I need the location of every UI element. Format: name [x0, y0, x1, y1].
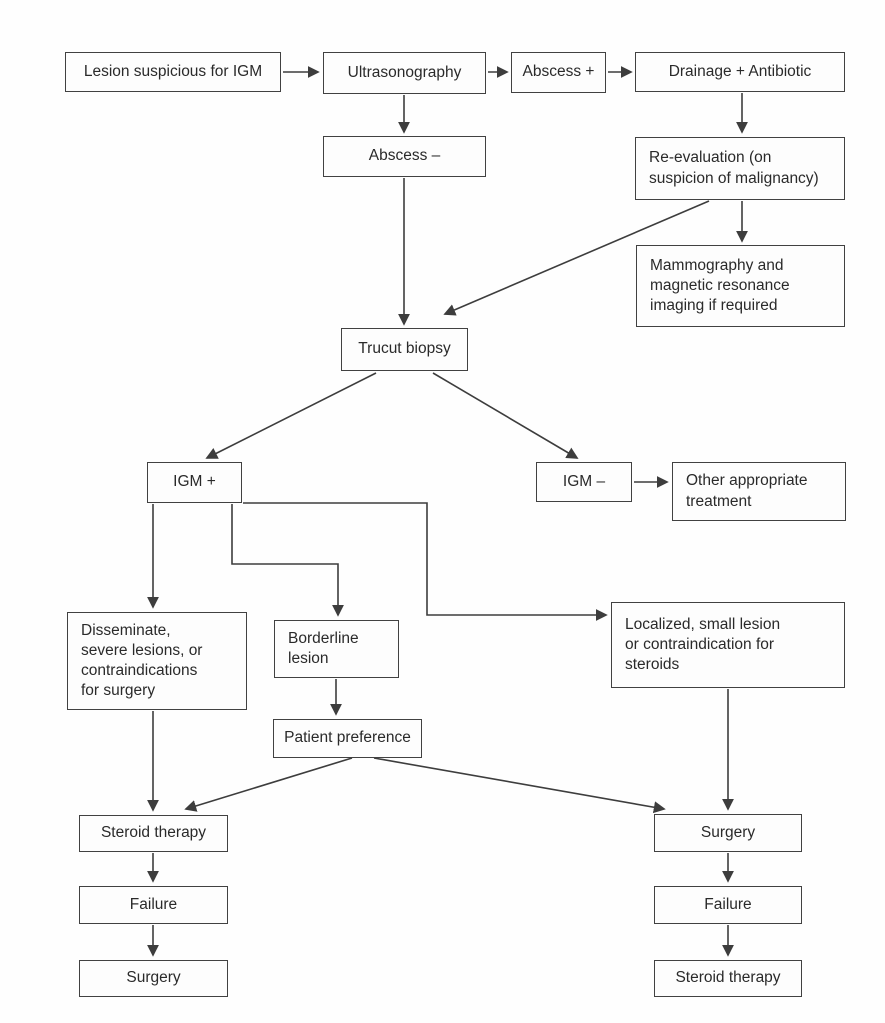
node-label: Localized, small lesion or contraindicat…	[625, 615, 781, 674]
node-label: Drainage + Antibiotic	[668, 62, 812, 80]
arrow-trucut-to-igm-neg	[432, 372, 579, 459]
node-label: Borderline lesion	[288, 629, 359, 667]
node-label: Other appropriate treatment	[686, 472, 808, 510]
node-disseminate-severe-lesions: Disseminate, severe lesions, or contrain…	[67, 612, 247, 710]
node-reevaluation: Re-evaluation (on suspicion of malignanc…	[635, 137, 845, 200]
arrow-trucut-to-igm-pos	[205, 372, 377, 459]
node-abscess-positive: Abscess +	[511, 52, 606, 93]
node-label: Steroid therapy	[675, 969, 781, 987]
node-igm-positive: IGM +	[147, 462, 242, 503]
node-mammography-mri: Mammography and magnetic resonance imagi…	[636, 245, 845, 327]
node-igm-negative: IGM –	[536, 462, 632, 502]
arrow-patient-preference-to-surgery-right	[373, 757, 666, 814]
arrow-reevaluation-to-trucut	[443, 200, 710, 316]
arrow-igm-pos-to-borderline	[231, 504, 344, 617]
arrow-igm-pos-to-localized	[243, 502, 608, 621]
node-localized-small-lesion: Localized, small lesion or contraindicat…	[611, 602, 845, 688]
node-steroid-therapy-right: Steroid therapy	[654, 960, 802, 997]
node-label: IGM –	[562, 472, 606, 490]
node-label: Patient preference	[284, 729, 411, 747]
node-label: Abscess –	[368, 147, 441, 165]
node-label: Trucut biopsy	[358, 340, 451, 358]
node-ultrasonography: Ultrasonography	[323, 52, 486, 94]
node-other-appropriate-treatment: Other appropriate treatment	[672, 462, 846, 521]
node-steroid-therapy-left: Steroid therapy	[79, 815, 228, 852]
node-drainage-antibiotic: Drainage + Antibiotic	[635, 52, 845, 92]
node-label: Lesion suspicious for IGM	[83, 62, 263, 80]
node-label: Abscess +	[522, 63, 595, 81]
node-label: Steroid therapy	[100, 824, 207, 842]
node-trucut-biopsy: Trucut biopsy	[341, 328, 468, 371]
node-lesion-suspicious-for-igm: Lesion suspicious for IGM	[65, 52, 281, 92]
node-label: IGM +	[173, 473, 216, 491]
node-borderline-lesion: Borderline lesion	[274, 620, 399, 678]
node-failure-left: Failure	[79, 886, 228, 924]
node-label: Surgery	[700, 823, 756, 841]
node-patient-preference: Patient preference	[273, 719, 422, 758]
node-label: Mammography and magnetic resonance imagi…	[650, 256, 790, 315]
node-abscess-negative: Abscess –	[323, 136, 486, 177]
node-label: Surgery	[126, 969, 181, 987]
node-label: Disseminate, severe lesions, or contrain…	[81, 621, 203, 700]
node-label: Re-evaluation (on suspicion of malignanc…	[649, 149, 819, 187]
node-surgery-left: Surgery	[79, 960, 228, 997]
node-label: Ultrasonography	[347, 63, 462, 81]
node-label: Failure	[129, 895, 178, 913]
node-surgery-right: Surgery	[654, 814, 802, 852]
node-failure-right: Failure	[654, 886, 802, 924]
arrow-patient-preference-to-steroid-left	[184, 757, 353, 812]
node-label: Failure	[704, 895, 752, 913]
